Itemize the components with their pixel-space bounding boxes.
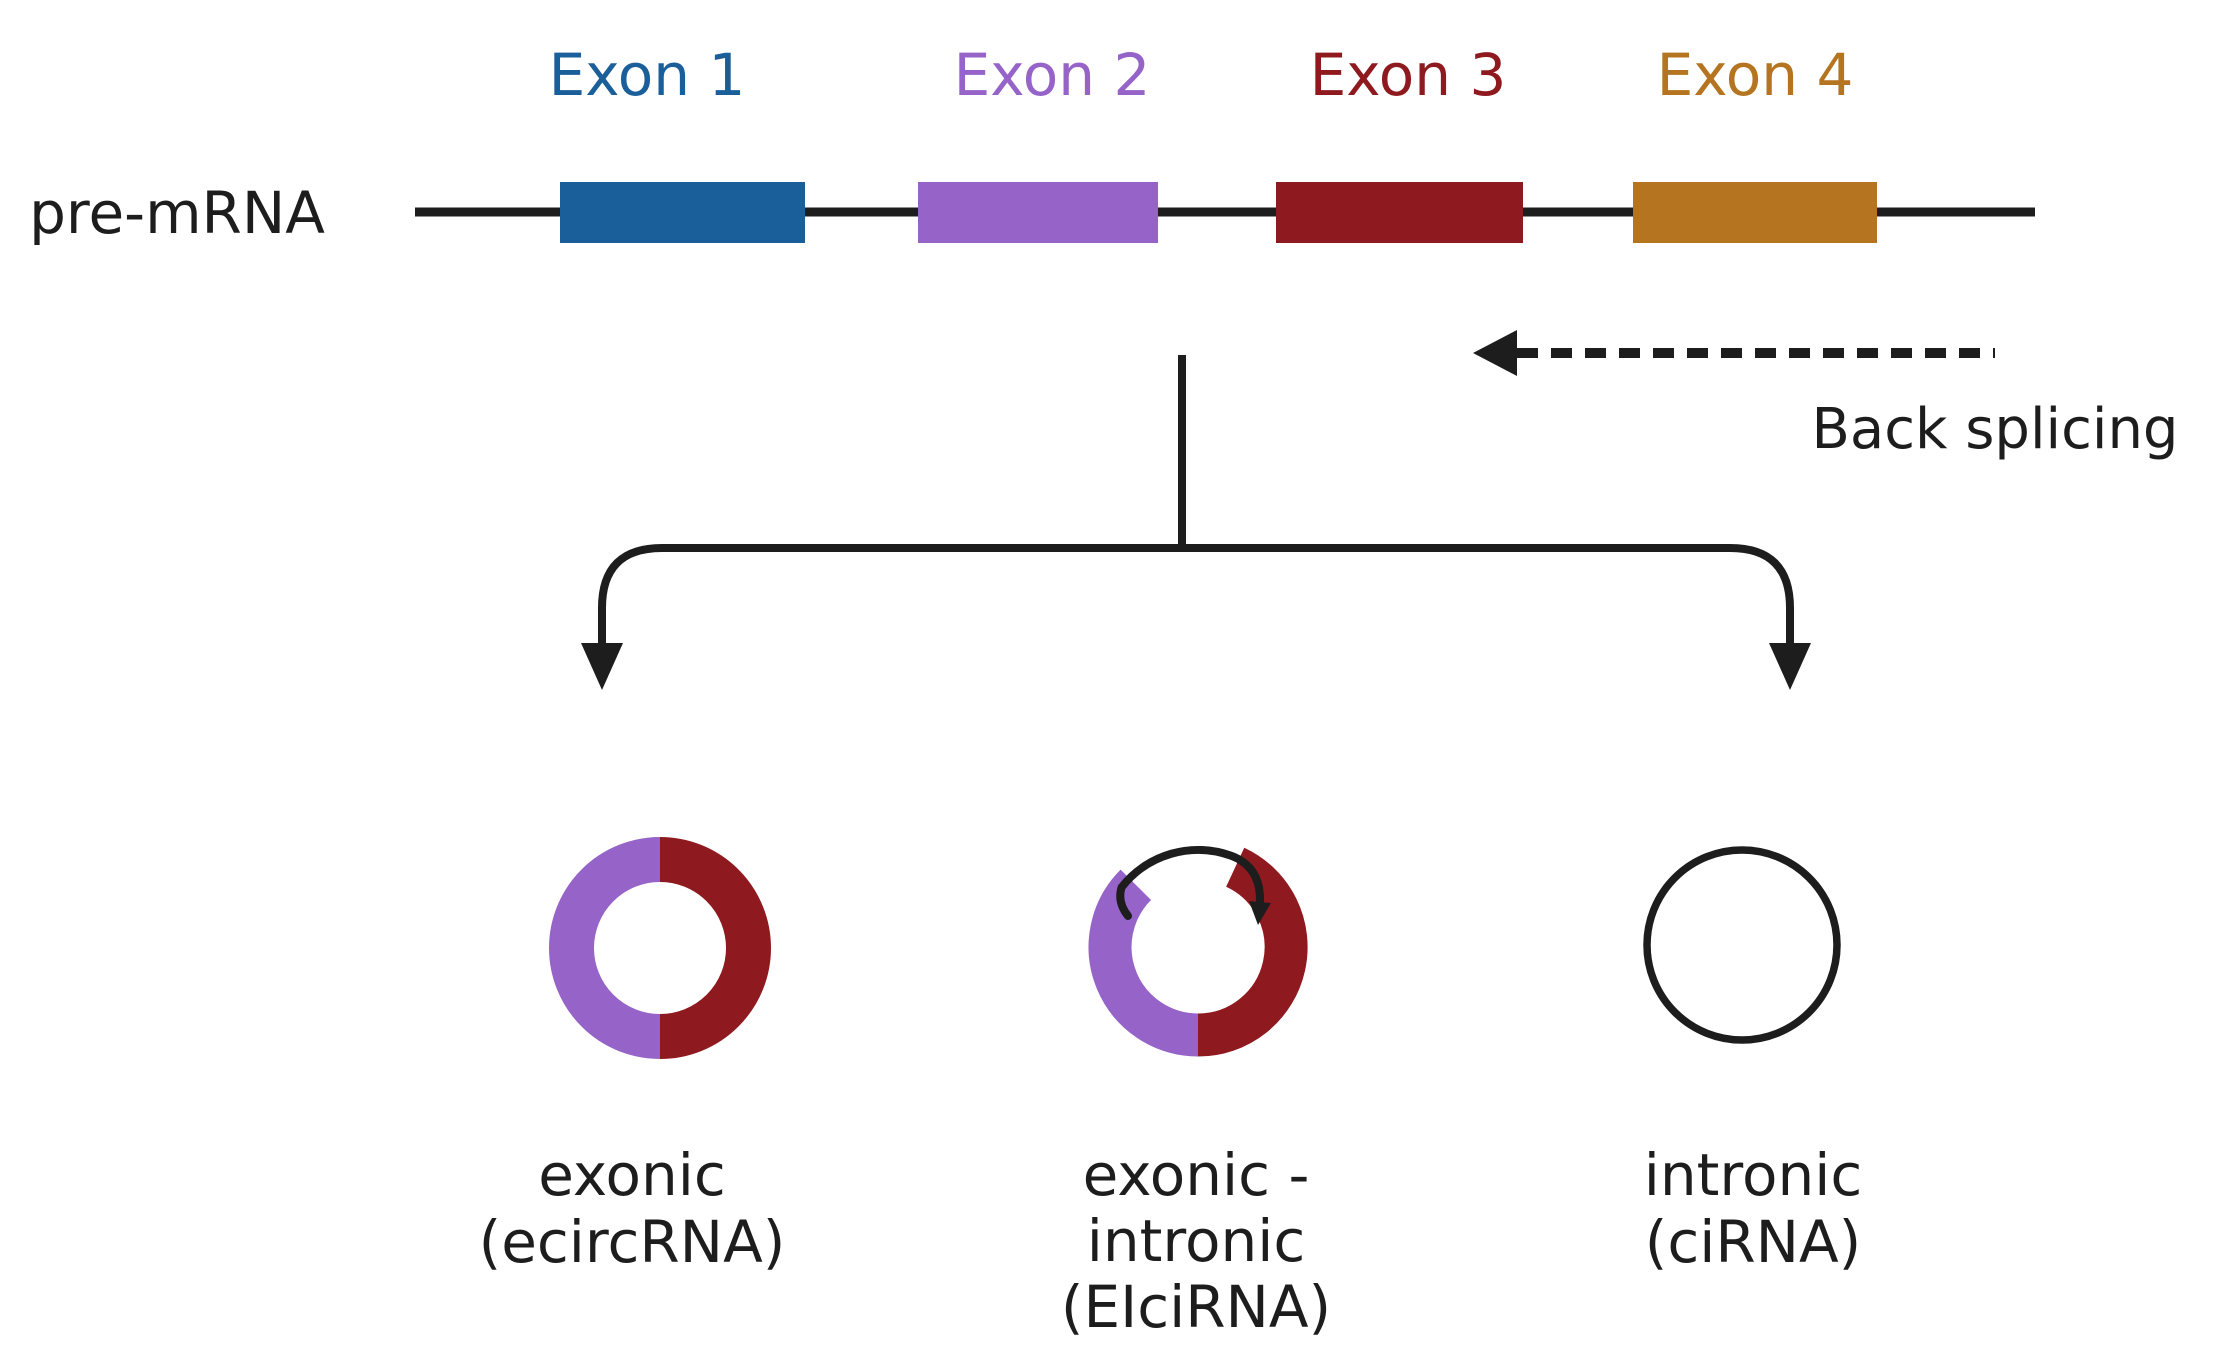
eicirna-label-line2: intronic [1087,1207,1305,1275]
branch-left-arrowhead-icon [581,643,623,690]
ecircrna-label: exonic (ecircRNA) [479,1141,786,1276]
ecircrna-exon3-arc [659,837,771,1059]
exon4-label: Exon 4 [1657,41,1854,109]
eicirna-ring [1088,845,1308,1057]
eicirna-intron-arc [1116,845,1265,920]
exon2-label: Exon 2 [954,41,1151,109]
eicirna-label-line3: (EIciRNA) [1061,1273,1331,1341]
eicirna-exon2-arc [1088,869,1199,1057]
branch-connector-path [598,544,1794,650]
exon2-box [918,182,1158,243]
exon3-box [1276,182,1523,243]
eicirna-label: exonic - intronic (EIciRNA) [1061,1141,1331,1341]
ecircrna-exon2-arc [549,837,661,1059]
eicirna-exon3-arc [1197,847,1308,1057]
back-splicing-label: Back splicing [1812,397,2179,462]
exon1-box [560,182,805,243]
cirna-label-line1: intronic [1644,1141,1862,1209]
cirna-circle [1643,846,1841,1044]
eicirna-label-line1: exonic - [1083,1141,1310,1209]
pre-mrna-label: pre-mRNA [29,179,325,247]
exon1-label: Exon 1 [549,41,746,109]
ecircrna-label-line2: (ecircRNA) [479,1208,786,1276]
back-splicing-arrowhead-icon [1473,330,1517,376]
ecircrna-label-line1: exonic [538,1141,725,1209]
cirna-label: intronic (ciRNA) [1644,1141,1862,1276]
eicirna-intron-arrowhead-icon [1249,901,1271,925]
ecircrna-ring [549,837,771,1059]
cirna-label-line2: (ciRNA) [1645,1208,1862,1276]
exon4-box [1633,182,1877,243]
exon3-label: Exon 3 [1310,41,1507,109]
branch-right-arrowhead-icon [1769,643,1811,690]
